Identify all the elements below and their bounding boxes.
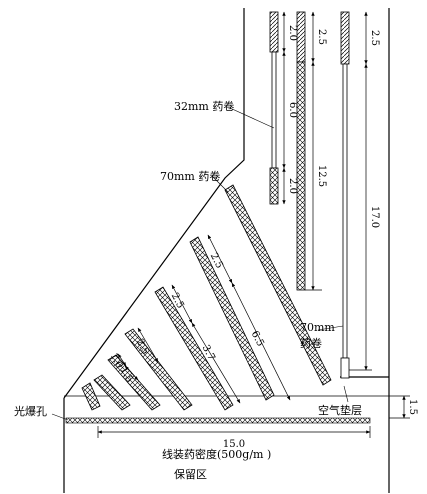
label-cartridge-right: 药卷 [300,336,322,350]
inclined-holes [81,184,332,411]
vertical-hole-2 [296,11,306,291]
label-air-cushion: 空气垫层 [318,403,362,417]
dim-air-gap: 1.5 [407,399,418,415]
label-linear-charge-density: 线装药密度(500g/m ) [162,447,271,461]
label-retained-zone: 保留区 [174,467,207,481]
dim-v2-bot: 12.5 [316,165,327,187]
excavation-boundary [63,8,245,399]
label-32mm-cartridge: 32mm 药卷 [174,99,234,113]
dim-v2-top: 2.5 [316,29,327,45]
dimension-lines [97,11,410,438]
dim-v1-bot: 2.0 [287,178,298,194]
smooth-blast-hole-charge [65,417,371,424]
inclined-hole-1 [224,184,332,386]
label-smooth-blast-hole: 光爆孔 [14,404,47,418]
label-70mm-cartridge-right: 70mm [300,321,335,334]
dim-v3-bot: 17.0 [369,206,380,228]
vertical-hole-3 [340,11,350,379]
inclined-hole-6 [93,374,131,411]
dim-v1-mid: 6.0 [287,102,298,118]
inclined-hole-5 [107,354,161,411]
label-70mm-cartridge-top: 70mm 药卷 [160,169,220,183]
dim-v1-top: 2.0 [287,25,298,41]
dim-v3-top: 2.5 [369,30,380,46]
leader-lines [51,107,349,421]
dim-horizontal: 15.0 [223,439,245,450]
inclined-hole-7 [81,382,101,411]
vertical-hole-1 [269,11,279,205]
